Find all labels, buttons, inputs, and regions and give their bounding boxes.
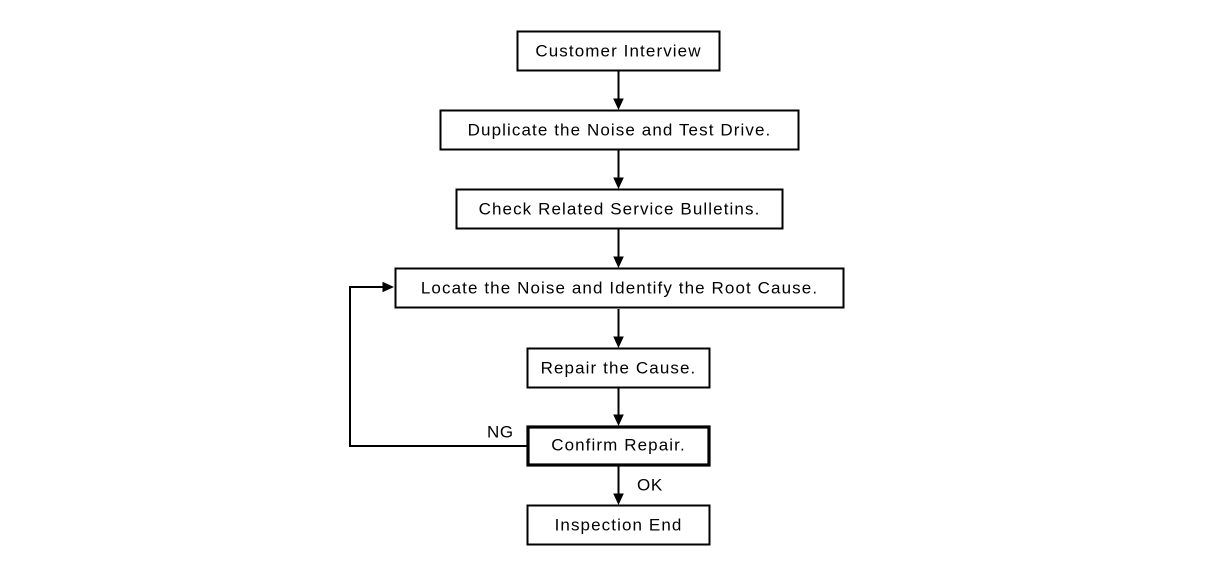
node-box[interactable] <box>516 30 721 72</box>
node-box[interactable] <box>394 267 845 309</box>
node-label-customer-interview: Customer Interview <box>535 41 701 60</box>
node-label-locate-noise: Locate the Noise and Identify the Root C… <box>421 278 818 297</box>
arrow-head-icon <box>613 336 624 348</box>
node-label-inspection-end: Inspection End <box>555 515 683 534</box>
edge-confirm-repair-to-inspection-end <box>613 466 624 505</box>
edge-duplicate-to-check-bulletins <box>613 150 624 189</box>
arrow-head-icon <box>613 493 624 505</box>
node-locate-noise[interactable]: Locate the Noise and Identify the Root C… <box>394 267 845 309</box>
node-box[interactable] <box>526 425 711 467</box>
node-box[interactable] <box>455 188 784 230</box>
node-box[interactable] <box>526 347 711 389</box>
node-box[interactable] <box>526 504 711 546</box>
arrow-head-icon <box>613 414 624 426</box>
edge-label-ng: NG <box>487 422 514 441</box>
node-inspection-end[interactable]: Inspection End <box>526 504 711 546</box>
node-duplicate-noise[interactable]: Duplicate the Noise and Test Drive. <box>439 109 800 151</box>
node-label-repair-cause: Repair the Cause. <box>541 358 697 377</box>
node-box[interactable] <box>439 109 800 151</box>
node-customer-interview[interactable]: Customer Interview <box>516 30 721 72</box>
node-confirm-repair[interactable]: Confirm Repair. <box>526 425 711 467</box>
edge-locate-noise-to-repair-cause <box>613 309 624 348</box>
edge-customer-interview-to-duplicate <box>613 71 624 110</box>
node-check-bulletins[interactable]: Check Related Service Bulletins. <box>455 188 784 230</box>
edge-check-bulletins-to-locate-noise <box>613 229 624 268</box>
arrow-head-icon <box>613 177 624 189</box>
node-label-duplicate-noise: Duplicate the Noise and Test Drive. <box>468 120 772 139</box>
edge-label-ok: OK <box>637 475 663 494</box>
arrow-head-icon <box>613 98 624 110</box>
arrow-head-icon <box>613 256 624 268</box>
node-label-check-bulletins: Check Related Service Bulletins. <box>479 199 761 218</box>
node-label-confirm-repair: Confirm Repair. <box>551 435 686 454</box>
node-repair-cause[interactable]: Repair the Cause. <box>526 347 711 389</box>
edge-confirm-repair-to-locate-noise-ng <box>349 281 527 447</box>
arrow-head-icon <box>382 281 394 293</box>
edge-repair-cause-to-confirm-repair <box>613 388 624 426</box>
